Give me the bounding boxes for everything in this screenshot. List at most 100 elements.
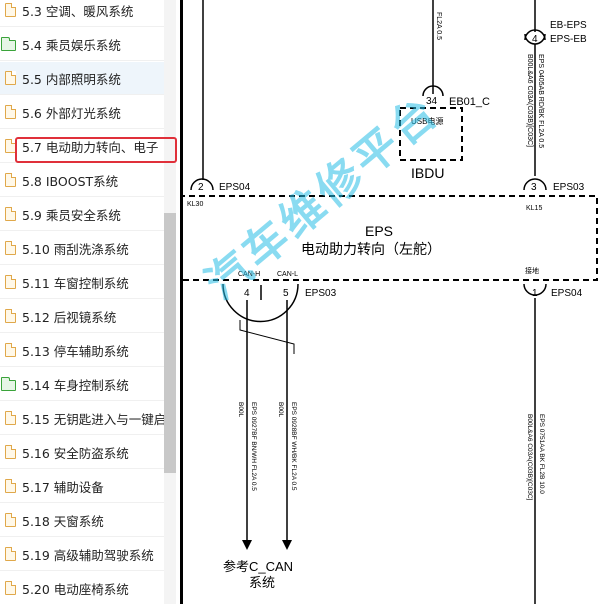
- wiring-diagram: FL2A 0.5 4 EB-EPS EPS-EB EPS 0405AB RD/B…: [183, 0, 601, 604]
- sidebar-item-label: 5.9 乘员安全系统: [22, 207, 121, 223]
- document-icon: [5, 513, 16, 527]
- connector-arc: [190, 178, 214, 191]
- can-h-label: CAN-H: [238, 271, 260, 278]
- sidebar-item[interactable]: 5.11 车窗控制系统: [0, 266, 170, 299]
- document-icon: [5, 445, 16, 459]
- sidebar-item[interactable]: 5.18 天窗系统: [0, 504, 170, 537]
- sidebar-scrollbar[interactable]: [164, 0, 176, 604]
- document-icon: [5, 71, 16, 85]
- connector-label: EPS04: [219, 182, 251, 193]
- wire-label: EPS 0927BF BN/WH FL2A 0.5: [250, 402, 257, 491]
- sidebar-item[interactable]: 5.4 乘员娱乐系统: [0, 28, 170, 61]
- folder-icon: [1, 36, 16, 51]
- sidebar-item-label: 5.8 IBOOST系统: [22, 173, 119, 189]
- sidebar-item[interactable]: 5.7 电动助力转向、电子: [0, 130, 170, 163]
- wire-label: EPS 0751AA BK FL2B 10.0: [538, 414, 545, 494]
- sidebar-item[interactable]: 5.15 无钥匙进入与一键启: [0, 402, 170, 435]
- sidebar-item-label: 5.4 乘员娱乐系统: [22, 37, 121, 53]
- sidebar-item[interactable]: 5.13 停车辅助系统: [0, 334, 170, 367]
- eps-subtitle: 电动助力转向（左舵）: [301, 241, 441, 257]
- pin-label: 1: [532, 288, 538, 299]
- document-icon: [5, 105, 16, 119]
- pin-label: 2: [198, 182, 204, 193]
- sidebar-item[interactable]: 5.6 外部灯光系统: [0, 96, 170, 129]
- pin-label: 4: [244, 288, 250, 299]
- sidebar-item-label: 5.17 辅助设备: [22, 479, 104, 495]
- connector-label: EPS03: [305, 288, 337, 299]
- sidebar-item-label: 5.13 停车辅助系统: [22, 343, 129, 359]
- can-l-label: CAN-L: [277, 271, 298, 278]
- sidebar-item-label: 5.18 天窗系统: [22, 513, 104, 529]
- wiring-diagram-svg: FL2A 0.5 4 EB-EPS EPS-EB EPS 0405AB RD/B…: [183, 0, 598, 604]
- sidebar-item-label: 5.19 高级辅助驾驶系统: [22, 547, 154, 563]
- document-icon: [5, 3, 16, 17]
- connector-label: EPS-EB: [550, 34, 587, 45]
- sidebar-item[interactable]: 5.8 IBOOST系统: [0, 164, 170, 197]
- reference-text-2: 系统: [249, 575, 275, 590]
- kl30-label: KL30: [187, 201, 203, 208]
- document-icon: [5, 343, 16, 357]
- connector-label: EPS04: [551, 288, 583, 299]
- kl15-label: KL15: [526, 205, 542, 212]
- sidebar-item-label: 5.11 车窗控制系统: [22, 275, 129, 291]
- sidebar-item-label: 5.20 电动座椅系统: [22, 581, 129, 597]
- document-icon: [5, 581, 16, 595]
- sidebar-item-label: 5.14 车身控制系统: [22, 377, 129, 393]
- wire-label-top-left: FL2A 0.5: [435, 12, 442, 40]
- sidebar-item[interactable]: 5.20 电动座椅系统: [0, 572, 170, 604]
- pin-label: 4: [532, 34, 538, 45]
- connector-arc: [523, 178, 547, 191]
- twisted-pair-mark: [239, 320, 295, 354]
- connector-arc: [524, 29, 546, 41]
- connector-label: EPS03: [553, 182, 585, 193]
- connector-arc: [422, 85, 444, 97]
- document-icon: [5, 275, 16, 289]
- sidebar-item[interactable]: 5.9 乘员安全系统: [0, 198, 170, 231]
- sidebar-item-label: 5.15 无钥匙进入与一键启: [22, 411, 167, 427]
- document-icon: [5, 241, 16, 255]
- document-icon: [5, 207, 16, 221]
- document-icon: [5, 309, 16, 323]
- arrow-can-h: [242, 540, 252, 550]
- sidebar-item[interactable]: 5.14 车身控制系统: [0, 368, 170, 401]
- sidebar-item[interactable]: 5.16 安全防盗系统: [0, 436, 170, 469]
- arrow-can-l: [282, 540, 292, 550]
- connector-label: EB-EPS: [550, 20, 587, 31]
- wire-label: EPS 0405AB RD/BK FL2A 0.5: [537, 54, 544, 148]
- pin-label: 5: [283, 288, 289, 299]
- pin-label: 3: [531, 182, 537, 193]
- usb-label: USB电源: [411, 116, 443, 126]
- sidebar-item-label: 5.7 电动助力转向、电子: [22, 139, 159, 155]
- sidebar-item[interactable]: 5.17 辅助设备: [0, 470, 170, 503]
- ground-label: 接地: [525, 266, 539, 275]
- sidebar-tree: 5.3 空调、暖风系统 5.4 乘员娱乐系统 5.5 内部照明系统 5.6 外部灯光系…: [0, 0, 180, 604]
- sidebar-item[interactable]: 5.5 内部照明系统: [0, 62, 170, 95]
- sidebar-item-label: 5.5 内部照明系统: [22, 71, 121, 87]
- wire-label: B00L: [277, 402, 284, 418]
- sidebar-item-label: 5.12 后视镜系统: [22, 309, 117, 325]
- sidebar-item-label: 5.16 安全防盗系统: [22, 445, 129, 461]
- sidebar-item-label: 5.3 空调、暖风系统: [22, 3, 134, 19]
- document-icon: [5, 173, 16, 187]
- pin-label: 34: [426, 96, 438, 107]
- ibdu-label: IBDU: [411, 165, 444, 181]
- wire-label-note: B00L&A6 C03A(C03B)[C03C]: [526, 54, 533, 147]
- eps-title: EPS: [365, 223, 393, 239]
- document-icon: [5, 139, 16, 153]
- eps-module-box: [183, 195, 598, 281]
- document-icon: [5, 411, 16, 425]
- reference-text: 参考C_CAN: [223, 559, 293, 574]
- document-icon: [5, 547, 16, 561]
- document-icon: [5, 479, 16, 493]
- sidebar-item[interactable]: 5.19 高级辅助驾驶系统: [0, 538, 170, 571]
- wire-label: EPS 0928BF WH/BK FL2A 0.5: [290, 402, 297, 491]
- sidebar-item[interactable]: 5.3 空调、暖风系统: [0, 0, 170, 27]
- panel-divider: [180, 0, 183, 604]
- wire-label: B00L: [237, 402, 244, 418]
- sidebar-item[interactable]: 5.10 雨刮洗涤系统: [0, 232, 170, 265]
- scrollbar-thumb[interactable]: [164, 213, 176, 473]
- sidebar-item[interactable]: 5.12 后视镜系统: [0, 300, 170, 333]
- sidebar-item-label: 5.6 外部灯光系统: [22, 105, 121, 121]
- ibdu-box: [399, 107, 463, 161]
- connector-arc: [523, 283, 547, 296]
